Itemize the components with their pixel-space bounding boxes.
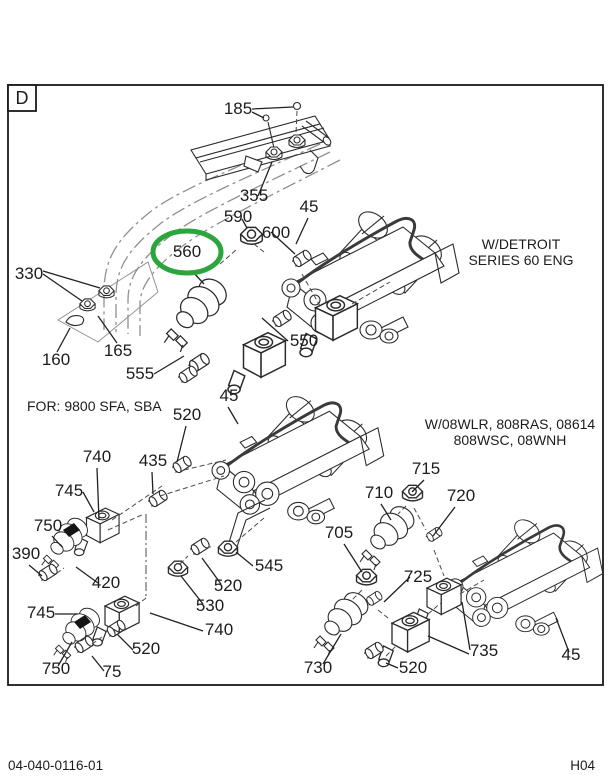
callout-555: 555 — [126, 364, 154, 383]
callout-390: 390 — [12, 544, 40, 563]
callout-160: 160 — [42, 350, 70, 369]
callout-550: 550 — [290, 331, 318, 350]
callout-545: 545 — [255, 556, 283, 575]
note-wlr-line2: 808WSC, 08WNH — [454, 432, 567, 448]
callout-740-a: 740 — [83, 447, 111, 466]
callout-715: 715 — [412, 459, 440, 478]
callout-600: 600 — [262, 223, 290, 242]
callout-740-b: 740 — [205, 620, 233, 639]
callout-730: 730 — [304, 658, 332, 677]
callout-labels: 185 355 590 600 560 45 330 160 165 555 5… — [12, 99, 581, 681]
callout-75: 75 — [103, 662, 122, 681]
switch-band-750-b — [74, 615, 91, 629]
callout-330: 330 — [15, 264, 43, 283]
screw-185-b — [292, 101, 302, 111]
callout-165: 165 — [104, 341, 132, 360]
tube-mounting-plane — [57, 261, 159, 343]
callout-520-b: 520 — [214, 576, 242, 595]
switch-band-750-a — [63, 523, 80, 537]
callout-45-right: 45 — [562, 645, 581, 664]
callout-590: 590 — [224, 207, 252, 226]
callout-750-b: 750 — [42, 659, 70, 678]
callout-45-middle: 45 — [220, 386, 239, 405]
note-wlr-line1: W/08WLR, 808RAS, 08614 — [425, 416, 596, 432]
callout-355: 355 — [240, 186, 268, 205]
clip-160 — [65, 315, 85, 327]
callout-185: 185 — [224, 99, 252, 118]
callout-725: 725 — [404, 567, 432, 586]
callout-745-b: 745 — [27, 603, 55, 622]
callout-735: 735 — [470, 641, 498, 660]
zone-letter-box — [7, 84, 37, 112]
callout-520-d: 520 — [132, 639, 160, 658]
callout-420: 420 — [92, 573, 120, 592]
callout-520-c: 520 — [399, 658, 427, 677]
callout-710: 710 — [365, 483, 393, 502]
callout-750-a: 750 — [34, 516, 62, 535]
callout-745-a: 745 — [55, 481, 83, 500]
footer-doc-number: 04-040-0116-01 — [8, 758, 103, 773]
callout-520-a: 520 — [173, 405, 201, 424]
note-detroit-line1: W/DETROIT — [482, 236, 561, 252]
note-for-models: FOR: 9800 SFA, SBA — [27, 398, 162, 414]
application-notes: W/DETROIT SERIES 60 ENG FOR: 9800 SFA, S… — [27, 236, 595, 448]
footer-page-code: H04 — [570, 758, 595, 773]
callout-720: 720 — [447, 486, 475, 505]
callout-705: 705 — [325, 523, 353, 542]
mounting-bracket-assembly — [190, 101, 332, 181]
note-detroit-line2: SERIES 60 ENG — [468, 252, 573, 268]
highlight-ellipse-560 — [150, 228, 224, 276]
tube-end-fittings — [65, 285, 115, 327]
callout-leader-lines — [28, 106, 570, 672]
callout-45-top: 45 — [300, 197, 319, 216]
callout-530: 530 — [196, 596, 224, 615]
assembly-axis-lines — [49, 243, 485, 657]
zone-letter: D — [16, 88, 29, 108]
callout-560: 560 — [173, 242, 201, 261]
callout-435: 435 — [139, 451, 167, 470]
